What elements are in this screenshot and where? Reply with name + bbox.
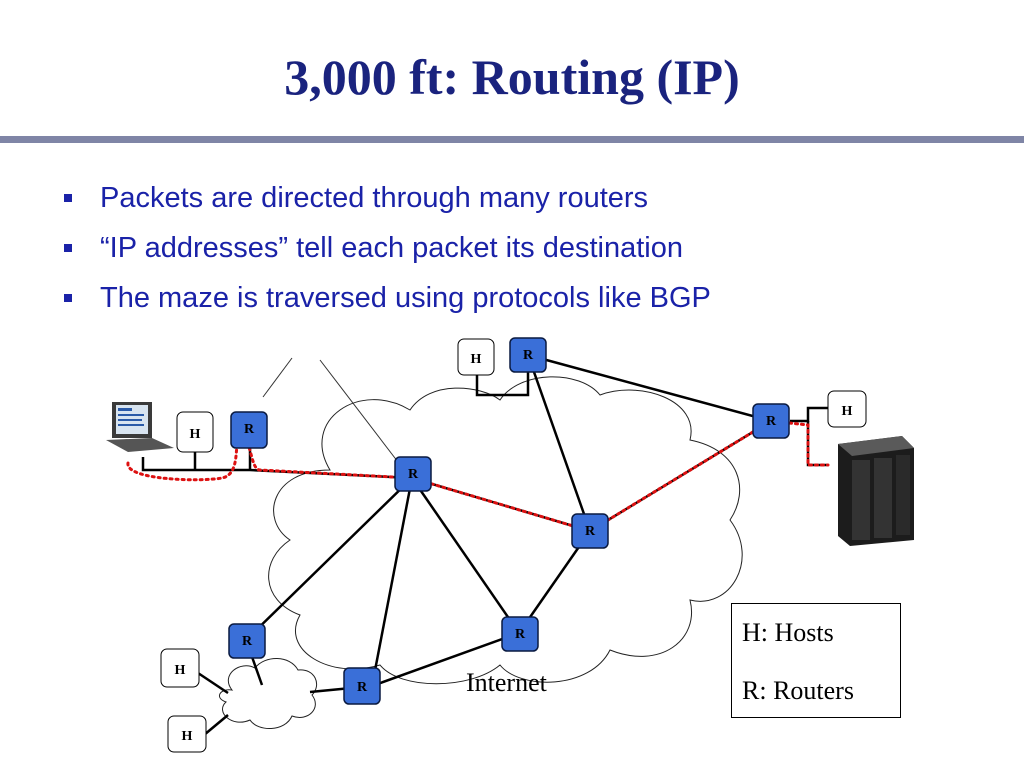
server-icon xyxy=(838,436,914,546)
title-divider xyxy=(0,136,1024,143)
router-label: R xyxy=(515,627,526,642)
bullet-square-icon xyxy=(64,294,72,302)
host-label: H xyxy=(182,729,193,744)
legend-box: H: Hosts R: Routers xyxy=(731,603,901,718)
packet-path xyxy=(126,419,830,533)
router-label: R xyxy=(523,348,534,363)
router-label: R xyxy=(408,467,419,482)
host-boxes xyxy=(160,338,867,753)
bullet-square-icon xyxy=(64,194,72,202)
router-label: R xyxy=(357,680,368,695)
bullet-text: Packets are directed through many router… xyxy=(100,182,649,214)
internet-label: Internet xyxy=(466,668,547,697)
bullet-list: Packets are directed through many router… xyxy=(60,176,711,326)
bullet-item: Packets are directed through many router… xyxy=(60,176,711,226)
legend-routers: R: Routers xyxy=(742,676,854,705)
router-label: R xyxy=(244,422,255,437)
slide-title: 3,000 ft: Routing (IP) xyxy=(284,49,740,105)
router-label: R xyxy=(766,414,777,429)
router-label: R xyxy=(242,634,253,649)
host-label: H xyxy=(175,663,186,678)
host-label: H xyxy=(471,352,482,367)
router-label: R xyxy=(585,524,596,539)
bullet-item: “IP addresses” tell each packet its dest… xyxy=(60,226,711,276)
host-label: H xyxy=(842,404,853,419)
small-cloud-icon xyxy=(218,658,317,729)
legend-hosts: H: Hosts xyxy=(742,618,834,647)
bullet-text: The maze is traversed using protocols li… xyxy=(100,282,711,314)
bullet-text: “IP addresses” tell each packet its dest… xyxy=(100,232,684,264)
laptop-icon xyxy=(106,402,174,452)
router-boxes xyxy=(228,337,790,705)
host-label: H xyxy=(190,427,201,442)
bullet-item: The maze is traversed using protocols li… xyxy=(60,276,711,326)
bullet-square-icon xyxy=(64,244,72,252)
